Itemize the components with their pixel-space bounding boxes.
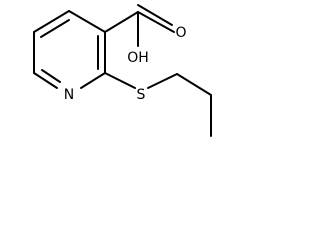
atom-label-o: O [175, 25, 186, 41]
bond-c1-c2 [176, 73, 212, 96]
chemical-structure-diagram: OH O N S [33, 4, 212, 137]
bond-c3-ccooh [104, 11, 139, 33]
bond-c4-c5 [33, 10, 70, 33]
bond-carbonyl-1 [137, 11, 175, 33]
atom-label-oh: OH [127, 50, 149, 66]
bond-c6-n [33, 72, 58, 89]
bond-n-c2 [80, 72, 106, 89]
bond-c3-c4 [68, 10, 106, 33]
bond-inner-c6-n [41, 69, 61, 83]
bond-s-c1 [147, 73, 178, 89]
atom-label-n: N [64, 87, 74, 103]
bond-c2-s [104, 72, 136, 89]
bond-inner-c4-c5 [40, 19, 70, 38]
bond-carbonyl-2 [137, 4, 173, 26]
atom-label-s: S [137, 87, 146, 103]
